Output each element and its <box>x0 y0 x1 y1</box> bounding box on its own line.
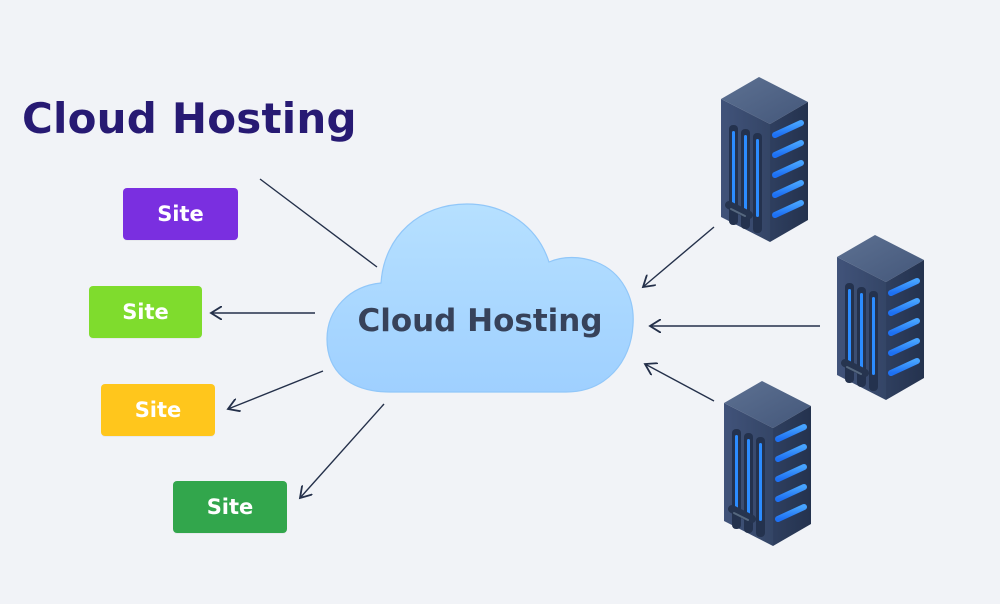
site-label: Site <box>122 300 169 324</box>
server-rack-icon <box>837 235 924 400</box>
site-box: Site <box>123 188 238 240</box>
site-box: Site <box>89 286 202 338</box>
site-label: Site <box>134 398 182 422</box>
server-rack-icon <box>724 381 811 546</box>
site-box: Site <box>173 481 287 533</box>
cloud-icon <box>326 203 634 393</box>
connector-site-1 <box>259 178 378 268</box>
site-label: Site <box>157 202 204 226</box>
site-label: Site <box>206 495 254 519</box>
server-rack-icon <box>721 77 808 242</box>
connector-server-3 <box>645 364 715 402</box>
connector-server-1 <box>643 226 715 287</box>
site-box: Site <box>101 384 215 436</box>
cloud-label: Cloud Hosting <box>357 303 603 339</box>
page-title: Cloud Hosting <box>22 94 357 143</box>
connector-site-4 <box>300 403 385 498</box>
connector-site-3 <box>228 370 324 409</box>
